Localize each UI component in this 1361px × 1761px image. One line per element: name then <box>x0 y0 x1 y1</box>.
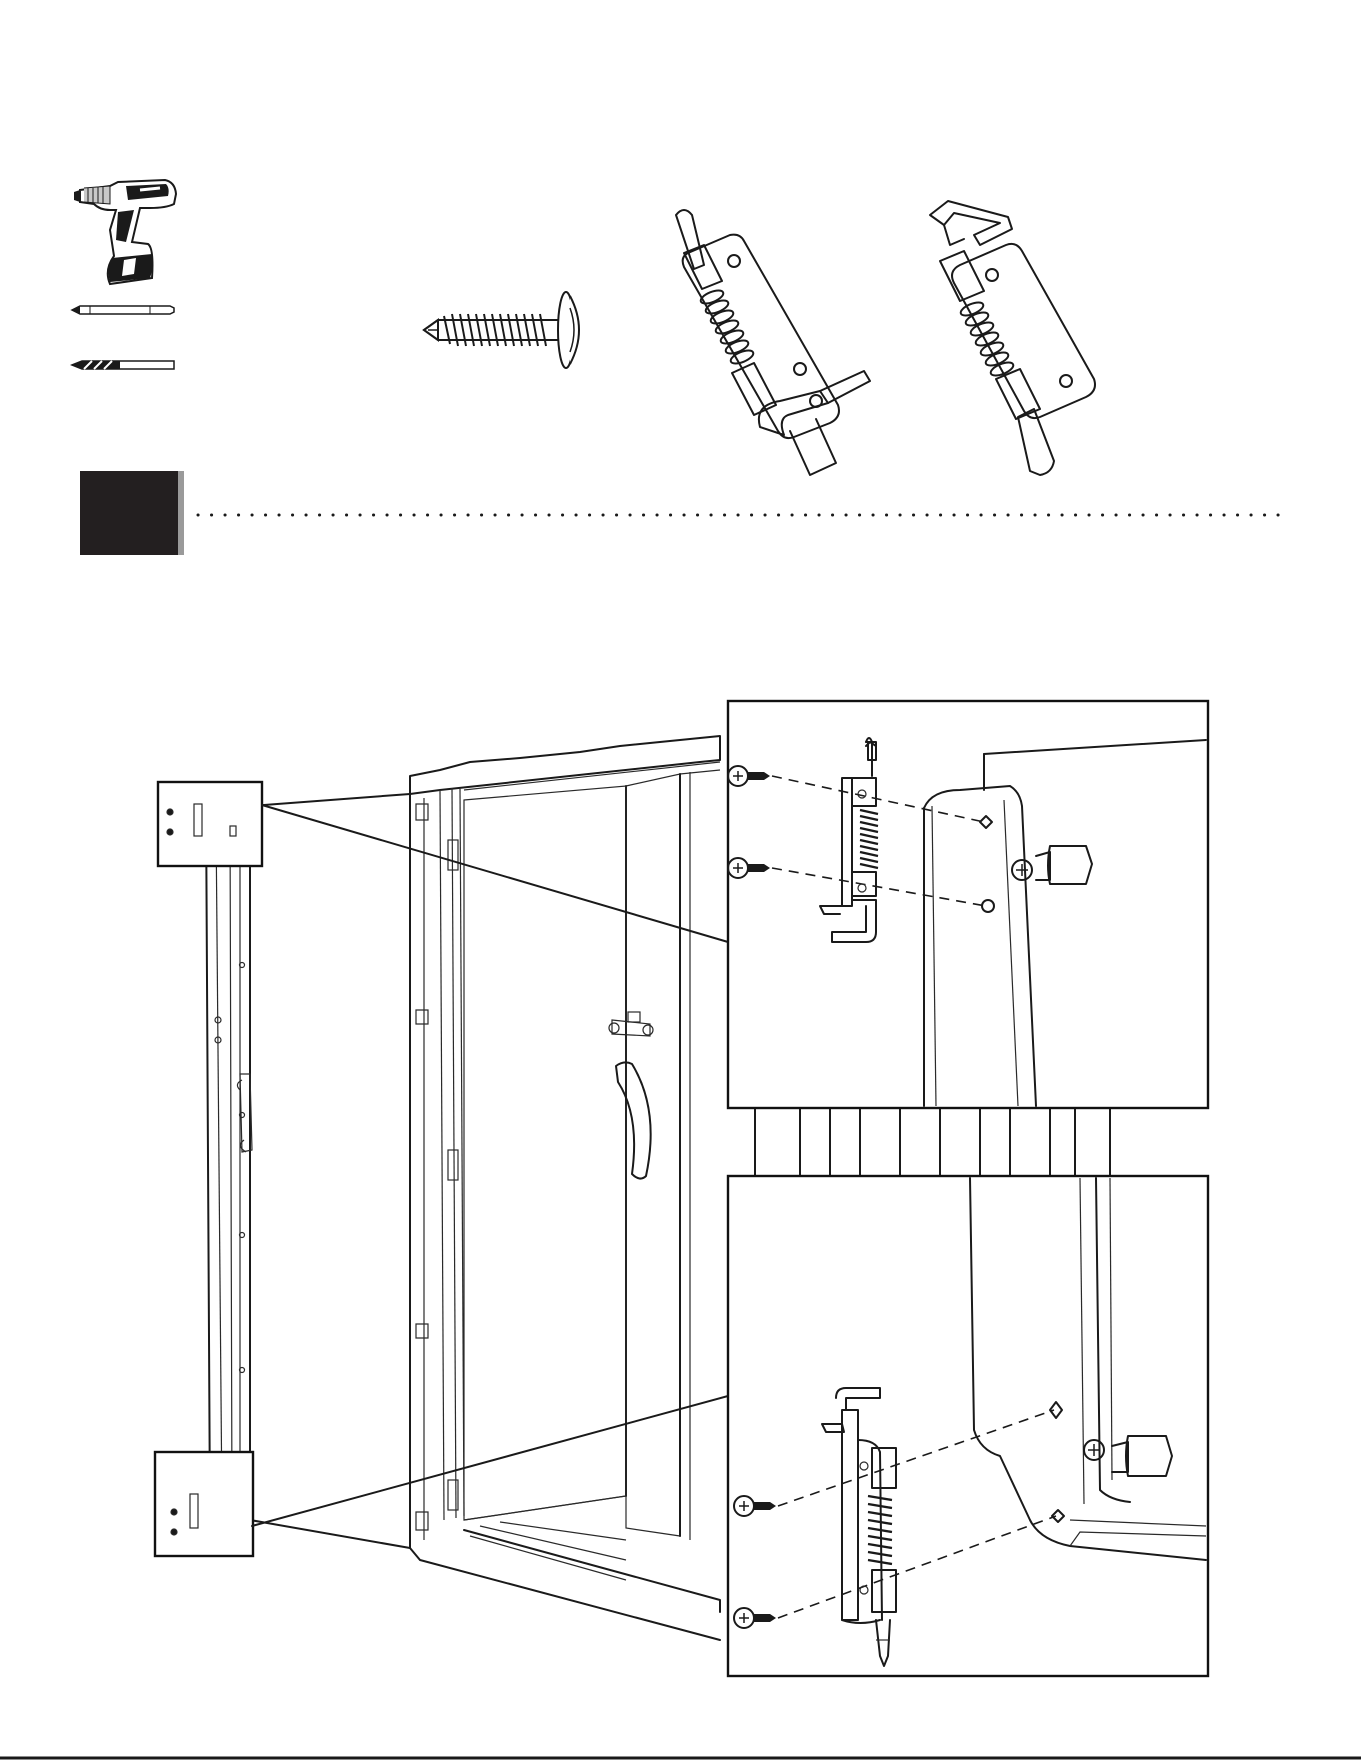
shed-door-illustration <box>0 0 1361 1761</box>
